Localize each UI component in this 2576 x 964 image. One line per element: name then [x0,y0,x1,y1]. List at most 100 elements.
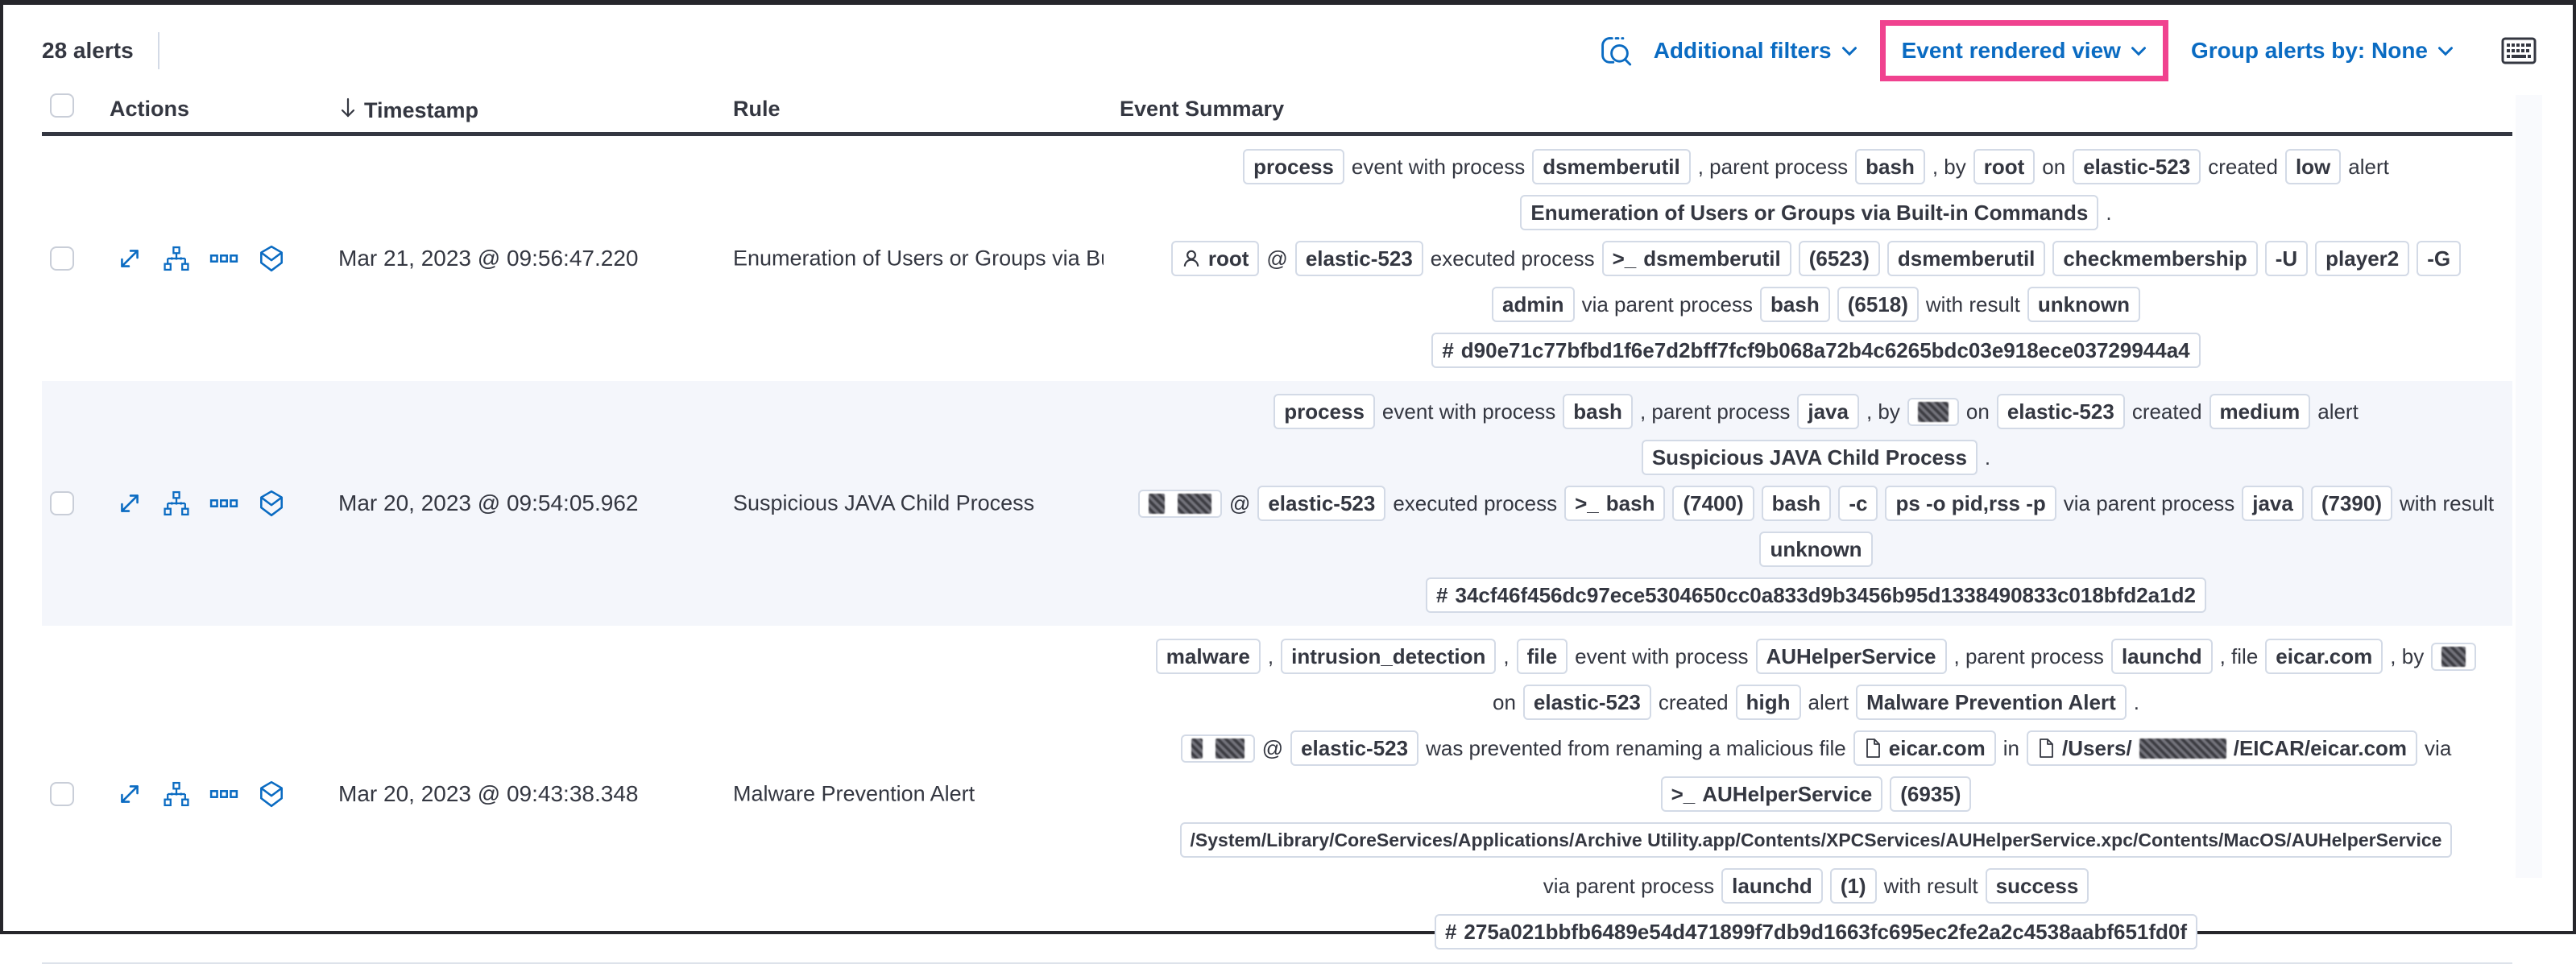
summary-badge[interactable]: admin [1491,287,1575,322]
summary-badge[interactable]: high [1735,685,1801,720]
summary-badge[interactable]: (6518) [1837,287,1919,322]
summary-text: event with process [1381,399,1556,424]
file-icon [2037,738,2055,759]
summary-badge[interactable]: ps -o pid,rss -p [1885,486,2056,521]
summary-badge[interactable]: intrusion_detection [1281,639,1497,674]
more-actions-icon[interactable] [209,780,238,808]
summary-badge[interactable]: bash [1855,149,1925,184]
summary-badge[interactable]: java [1797,394,1859,429]
summary-badge[interactable]: elastic-523 [1290,730,1419,766]
summary-badge[interactable]: >_dsmemberutil [1601,241,1791,276]
column-header-timestamp[interactable]: Timestamp [338,97,478,125]
summary-badge[interactable]: player2 [2315,241,2410,276]
vertical-scrollbar-track[interactable] [2516,95,2542,878]
summary-badge[interactable]: malware [1155,639,1261,674]
analyze-event-icon[interactable] [163,490,190,517]
summary-badge[interactable]: eicar.com [1853,730,1996,766]
summary-badge[interactable]: /System/Library/CoreServices/Application… [1179,822,2453,858]
summary-badge[interactable]: AUHelperService [1755,639,1947,674]
summary-badge[interactable]: unknown [1759,532,1873,567]
summary-badge[interactable]: launchd [1721,868,1823,904]
summary-badge[interactable]: elastic-523 [1257,486,1386,521]
rule-cell[interactable]: Malware Prevention Alert [733,781,975,806]
summary-badge[interactable] [2431,642,2477,671]
summary-badge[interactable]: elastic-523 [2073,149,2201,184]
summary-badge[interactable]: (7390) [2310,486,2392,521]
summary-badge[interactable]: elastic-523 [1522,685,1651,720]
rule-cell[interactable]: Enumeration of Users or Groups via Bui [733,246,1104,271]
summary-badge[interactable]: file [1516,639,1568,674]
summary-badge[interactable]: low [2284,149,2342,184]
row-select-checkbox[interactable] [50,782,74,806]
summary-text: executed process [1430,246,1595,271]
summary-badge[interactable]: checkmembership [2052,241,2258,276]
alerts-toolbar: 28 alerts Additional filters Event rende… [3,5,2573,89]
summary-badge[interactable] [1137,489,1222,518]
expand-alert-icon[interactable] [116,490,143,517]
summary-badge[interactable]: bash [1760,287,1830,322]
summary-badge[interactable]: root [1170,241,1260,276]
expand-alert-icon[interactable] [116,245,143,272]
summary-badge[interactable]: root [1973,149,2036,184]
summary-badge[interactable]: process [1243,149,1344,184]
summary-badge[interactable]: #d90e71c77bfbd1f6e7d2bff7fcf9b068a72b4c6… [1431,333,2201,368]
summary-badge[interactable]: java [2242,486,2304,521]
summary-badge[interactable]: >_bash [1564,486,1666,521]
summary-badge[interactable]: dsmemberutil [1886,241,2046,276]
summary-badge[interactable]: unknown [2027,287,2140,322]
expand-alert-icon[interactable] [116,780,143,808]
rule-cell[interactable]: Suspicious JAVA Child Process [733,490,1035,515]
summary-badge[interactable]: success [1985,868,2089,904]
summary-badge[interactable]: eicar.com [2265,639,2383,674]
summary-badge[interactable]: -G [2417,241,2462,276]
row-select-checkbox[interactable] [50,246,74,271]
summary-badge[interactable]: /Users//EICAR/eicar.com [2027,730,2418,766]
session-view-icon[interactable] [258,489,285,518]
summary-badge[interactable]: #34cf46f456dc97ece5304650cc0a833d9b3456b… [1426,577,2206,613]
badge-text: elastic-523 [1305,246,1413,271]
session-view-icon[interactable] [258,780,285,809]
select-all-checkbox[interactable] [50,93,74,118]
additional-filters-button[interactable]: Additional filters [1654,38,1857,64]
summary-badge[interactable]: bash [1761,486,1832,521]
summary-badge[interactable]: launchd [2110,639,2213,674]
keyboard-shortcuts-icon[interactable] [2500,35,2537,66]
session-view-icon[interactable] [258,244,285,273]
summary-badge[interactable]: #275a021bbfb6489e54d471899f7db9d1663fc69… [1434,914,2198,950]
summary-badge[interactable]: dsmemberutil [1532,149,1691,184]
chevron-down-icon [1841,46,1857,56]
summary-badge[interactable]: elastic-523 [1996,394,2125,429]
group-alerts-by-dropdown[interactable]: Group alerts by: None [2191,38,2454,64]
summary-badge[interactable]: (6935) [1890,776,1972,812]
badge-text: -U [2275,246,2298,271]
summary-badge[interactable]: elastic-523 [1294,241,1423,276]
analyze-event-icon[interactable] [163,245,190,272]
summary-badge[interactable]: >_AUHelperService [1660,776,1883,812]
inspect-icon[interactable] [1597,33,1633,68]
analyze-event-icon[interactable] [163,780,190,808]
summary-badge[interactable]: Malware Prevention Alert [1856,685,2127,720]
view-selector-dropdown[interactable]: Event rendered view [1902,38,2147,64]
summary-badge[interactable]: bash [1563,394,1633,429]
summary-text: , by [1866,399,1900,424]
row-select-checkbox[interactable] [50,491,74,515]
summary-badge[interactable]: (6523) [1798,241,1880,276]
more-actions-icon[interactable] [209,245,238,272]
summary-badge[interactable]: (7400) [1672,486,1754,521]
summary-badge[interactable] [1180,734,1255,763]
summary-badge[interactable]: (1) [1829,868,1877,904]
summary-badge[interactable]: Suspicious JAVA Child Process [1641,440,1978,475]
summary-badge[interactable]: -U [2264,241,2309,276]
more-actions-icon[interactable] [209,490,238,517]
summary-badge[interactable]: Enumeration of Users or Groups via Built… [1520,195,2099,230]
summary-badge[interactable]: medium [2209,394,2311,429]
summary-badge[interactable]: -c [1838,486,1878,521]
summary-badge[interactable] [1907,397,1959,426]
badge-text: admin [1501,292,1564,317]
summary-badge[interactable]: process [1274,394,1375,429]
